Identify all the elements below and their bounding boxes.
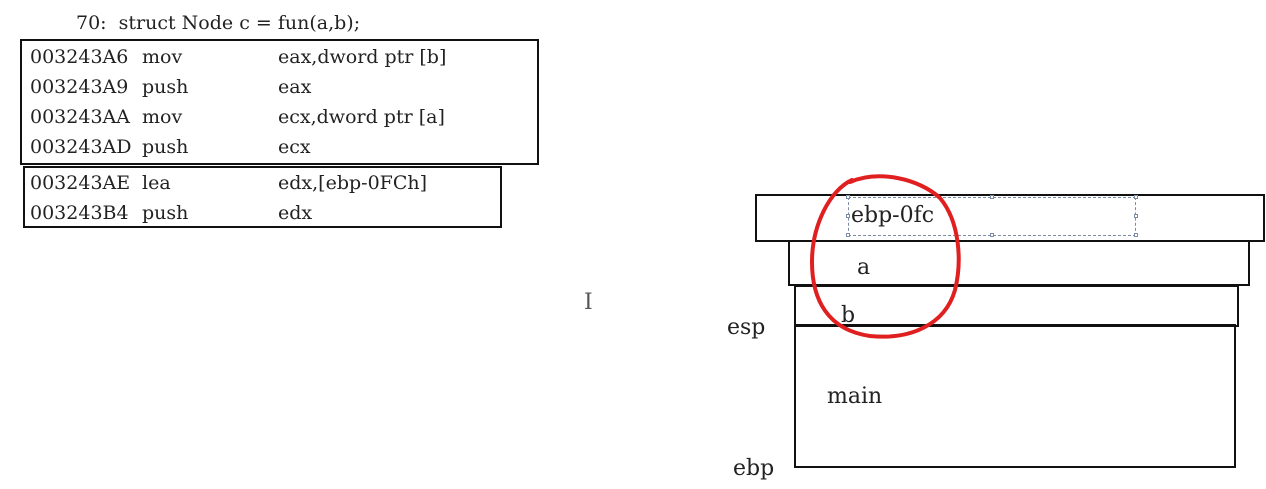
selection-handle[interactable] [990, 233, 994, 237]
asm-opcode: push [142, 202, 189, 224]
asm-operand: ecx,dword ptr [a] [278, 106, 445, 128]
selection-handle[interactable] [990, 195, 994, 199]
asm-address: 003243AD [30, 136, 132, 158]
asm-opcode: mov [142, 46, 183, 68]
asm-address: 003243A9 [30, 76, 129, 98]
selection-handle[interactable] [846, 233, 850, 237]
stack-slot-b [794, 285, 1239, 327]
asm-address: 003243B4 [30, 202, 129, 224]
label-a: a [857, 255, 871, 280]
red-circle-stroke [809, 174, 961, 339]
asm-address: 003243AE [30, 172, 131, 194]
stack-frame-main [794, 324, 1236, 468]
label-esp: esp [727, 315, 766, 340]
selection-handle[interactable] [1134, 233, 1138, 237]
label-main: main [827, 384, 883, 409]
asm-operand: eax [278, 76, 312, 98]
asm-opcode: lea [142, 172, 171, 194]
asm-opcode: mov [142, 106, 183, 128]
selection-handle[interactable] [1134, 195, 1138, 199]
asm-address: 003243AA [30, 106, 130, 128]
asm-opcode: push [142, 136, 189, 158]
asm-block-return-ptr: 003243AE lea edx,[ebp-0FCh] 003243B4 pus… [23, 166, 502, 228]
selection-handle[interactable] [1134, 214, 1138, 218]
asm-address: 003243A6 [30, 46, 129, 68]
label-ebp-0fc: ebp-0fc [851, 203, 935, 228]
asm-operand: edx,[ebp-0FCh] [278, 172, 428, 194]
text-cursor-icon: Ι [584, 290, 593, 315]
label-ebp: ebp [733, 456, 775, 481]
label-b: b [841, 303, 856, 328]
asm-operand: edx [278, 202, 313, 224]
asm-operand: ecx [278, 136, 311, 158]
selection-handle[interactable] [846, 195, 850, 199]
selection-handle[interactable] [846, 214, 850, 218]
source-line: 70: struct Node c = fun(a,b); [76, 12, 361, 34]
asm-opcode: push [142, 76, 189, 98]
asm-operand: eax,dword ptr [b] [278, 46, 447, 68]
asm-block-args: 003243A6 mov eax,dword ptr [b] 003243A9 … [20, 39, 539, 165]
